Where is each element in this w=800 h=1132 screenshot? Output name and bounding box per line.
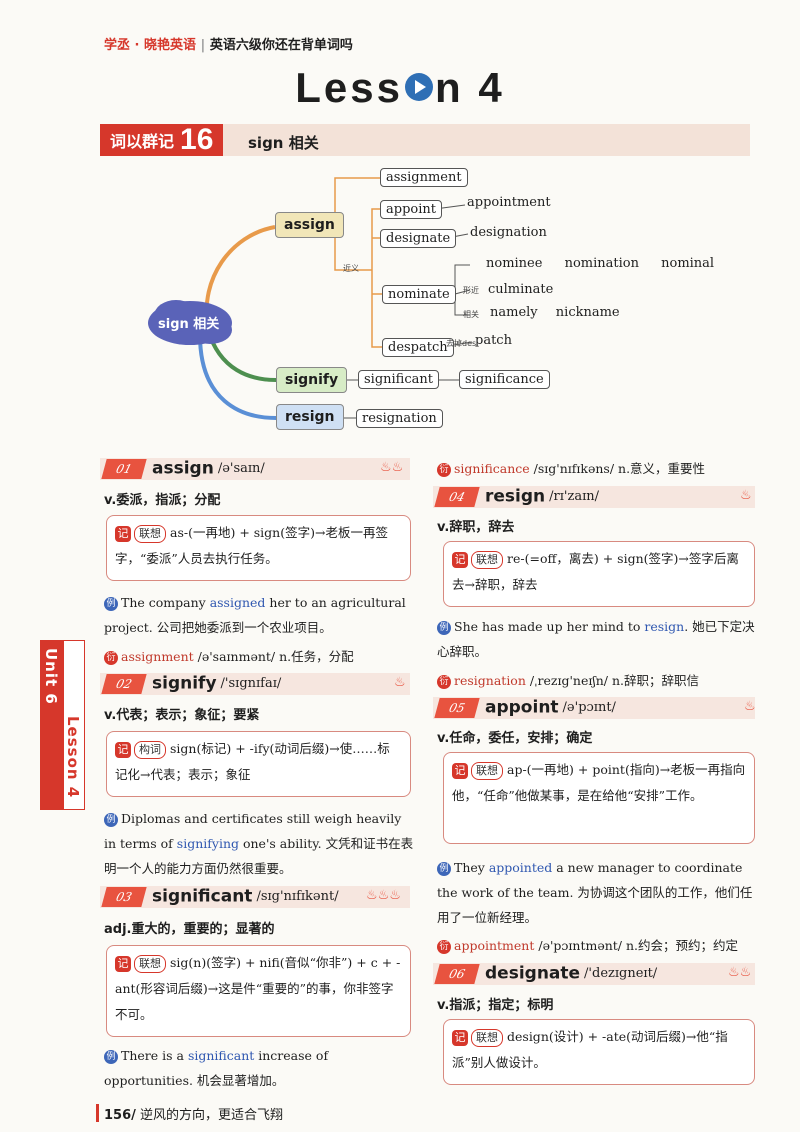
branch-signify: signify — [276, 367, 348, 393]
footer-slogan: 逆风的方向，更适合飞翔 — [140, 1108, 284, 1123]
group-badge: 词以群记 16 — [100, 123, 224, 156]
tag-remove: 去掉des — [446, 339, 477, 348]
mindmap-center: sign 相关 — [158, 317, 220, 332]
example-icon: 例 — [104, 596, 118, 611]
text-related: namely nickname — [490, 305, 620, 320]
node-nominate: nominate — [382, 285, 456, 304]
entry-01-pos: v.委派，指派；分配 — [104, 493, 221, 508]
node-appoint: appoint — [380, 200, 442, 219]
entry-02-pos: v.代表；表示；象征；要紧 — [104, 708, 260, 723]
memo-icon: 记 — [452, 762, 468, 779]
entry-06-pos: v.指派；指定；标明 — [437, 998, 554, 1013]
text-nominate-family: nominee nomination nominal — [486, 256, 715, 271]
group-topic: sign 相关 — [248, 134, 319, 152]
side-tab-lesson: Lesson 4 — [64, 716, 82, 799]
flame-icon: ♨ — [744, 699, 756, 714]
node-designate: designate — [380, 229, 457, 248]
entry-05-pos: v.任命，委任，安排；确定 — [437, 731, 593, 746]
derivative-icon: 衍 — [437, 939, 451, 954]
side-tab-unit: Unit 6 — [42, 648, 60, 705]
tag-similar: 形近 — [463, 286, 479, 295]
node-significant: significant — [358, 370, 439, 389]
node-resignation: resignation — [356, 409, 443, 428]
example-icon: 例 — [437, 861, 451, 876]
text-designation: designation — [470, 225, 547, 240]
book-subtitle: 英语六级你还在背单词吗 — [209, 38, 353, 53]
text-patch: patch — [475, 333, 512, 348]
flame-icon: ♨♨ — [728, 965, 752, 980]
derivative-icon: 衍 — [437, 674, 451, 689]
memo-icon: 记 — [452, 551, 468, 568]
branch-resign: resign — [276, 404, 344, 430]
entry-04-pos: v.辞职，辞去 — [437, 520, 515, 535]
brand-name: 学丞 · 晓艳英语 — [104, 38, 196, 53]
page-number: 156/ — [104, 1108, 136, 1123]
derivative-icon: 衍 — [104, 650, 118, 665]
flame-icon: ♨♨ — [380, 460, 404, 475]
text-appointment: appointment — [467, 195, 551, 210]
play-icon[interactable] — [405, 72, 434, 101]
tag-related: 相关 — [463, 310, 479, 319]
node-despatch: despatch — [382, 338, 454, 357]
branch-assign: assign — [275, 212, 344, 238]
running-header: 学丞 · 晓艳英语 | 英语六级你还在背单词吗 — [104, 38, 353, 53]
flame-icon: ♨ — [740, 488, 752, 503]
example-icon: 例 — [104, 1049, 118, 1064]
derivative-icon: 衍 — [437, 462, 451, 477]
memo-icon: 记 — [115, 741, 131, 758]
memo-icon: 记 — [115, 525, 131, 542]
example-icon: 例 — [437, 620, 451, 635]
node-assignment: assignment — [380, 168, 468, 187]
page-footer: 156/ 逆风的方向，更适合飞翔 — [95, 1104, 284, 1123]
entry-03-pos: adj.重大的，重要的；显著的 — [104, 922, 275, 937]
memo-icon: 记 — [452, 1029, 468, 1046]
node-significance: significance — [459, 370, 550, 389]
tag-synonym: 近义 — [343, 264, 359, 273]
text-culminate: culminate — [488, 282, 554, 297]
memo-icon: 记 — [115, 955, 131, 972]
flame-icon: ♨♨♨ — [366, 888, 401, 903]
flame-icon: ♨ — [394, 675, 406, 690]
example-icon: 例 — [104, 812, 118, 827]
